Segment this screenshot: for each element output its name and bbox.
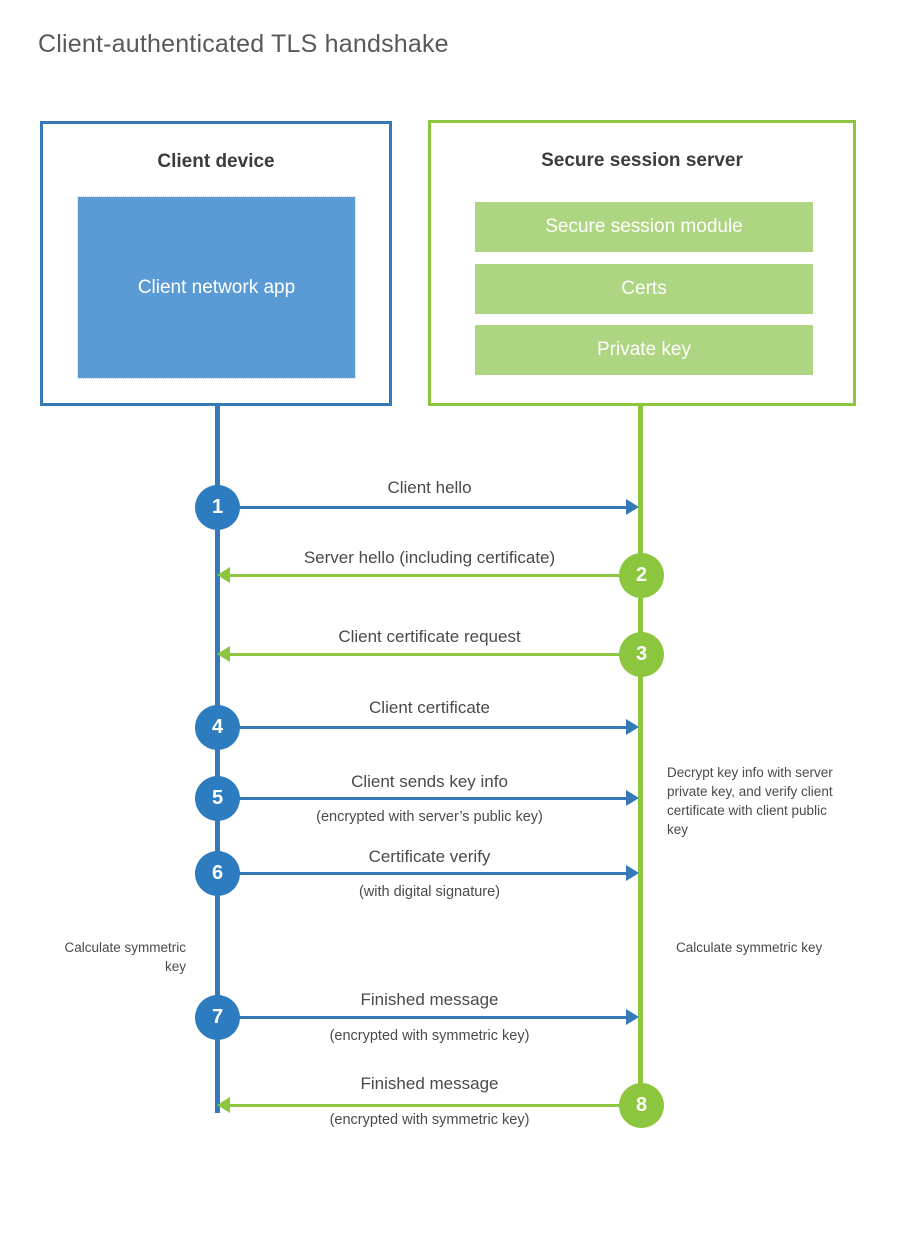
- arrow-right-icon-1: [626, 499, 639, 515]
- message-sublabel-7: (encrypted with symmetric key): [329, 1028, 530, 1044]
- arrow-left-icon-3: [217, 646, 230, 662]
- step-badge-6[interactable]: 6: [195, 851, 240, 896]
- step-badge-8[interactable]: 8: [619, 1083, 664, 1128]
- step-badge-5[interactable]: 5: [195, 776, 240, 821]
- actor-box-secure-session-server: Secure session server Secure session mod…: [428, 120, 856, 406]
- arrow-right-icon-7: [626, 1009, 639, 1025]
- message-sublabel-8: (encrypted with symmetric key): [329, 1112, 530, 1128]
- secure-session-server-title: Secure session server: [541, 150, 743, 171]
- message-line-7: [218, 1016, 628, 1019]
- note-server-decrypt-key-info: Decrypt key info with server private key…: [667, 765, 833, 838]
- arrow-right-icon-5: [626, 790, 639, 806]
- step-badge-2[interactable]: 2: [619, 553, 664, 598]
- message-label-7: Finished message: [360, 990, 499, 1009]
- step-badge-1[interactable]: 1: [195, 485, 240, 530]
- message-line-8: [230, 1104, 641, 1107]
- message-label-6: Certificate verify: [368, 847, 491, 866]
- message-label-2: Server hello (including certificate): [303, 548, 556, 567]
- message-line-3: [230, 653, 641, 656]
- client-lifeline: [215, 403, 220, 1113]
- message-label-5: Client sends key info: [351, 772, 508, 791]
- message-label-4: Client certificate: [369, 698, 490, 717]
- page-title: Client-authenticated TLS handshake: [38, 30, 449, 58]
- message-line-4: [218, 726, 628, 729]
- arrow-left-icon-8: [217, 1097, 230, 1113]
- server-lifeline: [638, 403, 643, 1113]
- arrow-right-icon-6: [626, 865, 639, 881]
- step-badge-4[interactable]: 4: [195, 705, 240, 750]
- step-badge-3[interactable]: 3: [619, 632, 664, 677]
- message-label-1: Client hello: [387, 478, 472, 497]
- server-component-secure-session-module: Secure session module: [475, 202, 813, 252]
- message-label-3: Client certificate request: [338, 627, 521, 646]
- actor-box-client-device: Client device Client network app: [40, 121, 392, 406]
- note-server-calculate-symmetric-key: Calculate symmetric key: [676, 940, 823, 955]
- server-component-certs: Certs: [475, 264, 813, 314]
- arrow-left-icon-2: [217, 567, 230, 583]
- message-line-5: [218, 797, 628, 800]
- step-badge-7[interactable]: 7: [195, 995, 240, 1040]
- message-sublabel-5: (encrypted with server’s public key): [316, 809, 543, 825]
- message-label-8: Finished message: [360, 1074, 499, 1093]
- arrow-right-icon-4: [626, 719, 639, 735]
- client-device-title: Client device: [157, 151, 275, 172]
- message-sublabel-6: (with digital signature): [358, 884, 501, 900]
- message-line-2: [230, 574, 641, 577]
- note-client-calculate-symmetric-key: Calculate symmetric key: [64, 940, 186, 975]
- client-network-app-block: Client network app: [77, 196, 356, 379]
- message-line-1: [218, 506, 628, 509]
- message-line-6: [218, 872, 628, 875]
- server-component-private-key: Private key: [475, 325, 813, 375]
